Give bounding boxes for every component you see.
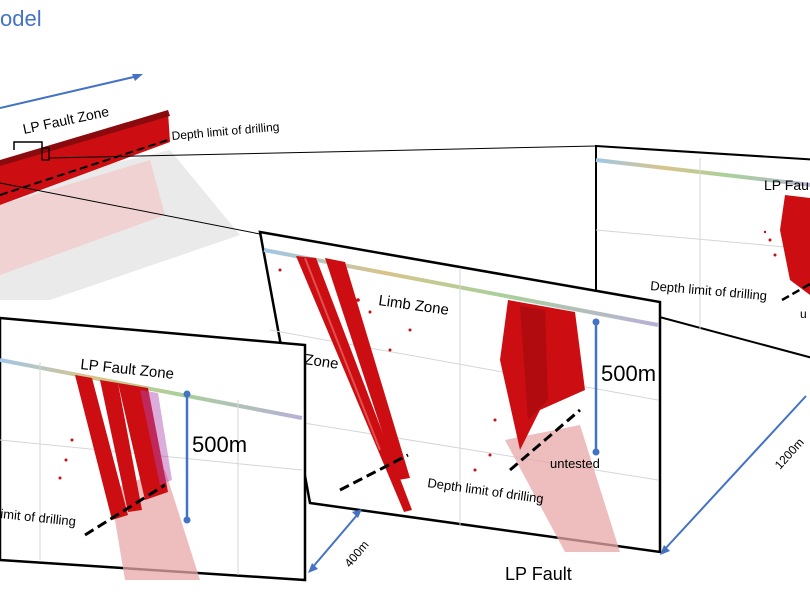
middle-scale-label: 500m xyxy=(601,361,656,386)
left-orebody-1 xyxy=(75,375,128,520)
length-arrow-line xyxy=(0,75,139,109)
lp-fault-caption: LP Fault xyxy=(505,564,572,584)
left-scale-label: 500m xyxy=(192,432,247,457)
overview-pink-plane xyxy=(0,160,165,275)
limb-zone-body xyxy=(325,258,410,480)
overview-depth-line xyxy=(0,139,169,196)
section-middle: 500m Hinge Zone Limb Zone untested Depth… xyxy=(258,230,662,554)
middle-pale-projection xyxy=(505,425,620,552)
section-left: 500m LP Fault Zone imit of drilling xyxy=(0,316,307,582)
length-arrow xyxy=(663,395,807,551)
untested-label: untested xyxy=(550,456,600,471)
length-label: 1200m xyxy=(772,435,807,472)
left-orebody-3 xyxy=(118,383,168,500)
right-fault-label: LP Fau xyxy=(764,177,809,193)
overview-depth-label: Depth limit of drilling xyxy=(171,120,280,143)
spacing-dimension: 400m xyxy=(308,509,372,573)
spacing-label: 400m xyxy=(342,538,372,570)
page-title: odel xyxy=(0,6,42,31)
projection-line-middle xyxy=(0,182,261,235)
length-dimension: 1200m xyxy=(660,395,807,555)
right-untested-label: u xyxy=(800,307,807,321)
right-orebody xyxy=(780,195,810,295)
zoom-box xyxy=(41,147,50,161)
projection-line-right xyxy=(48,145,597,159)
overview-fault-body xyxy=(0,112,170,205)
fault-zone-bracket xyxy=(13,141,43,150)
spacing-arrow xyxy=(311,513,359,569)
overview-block: LP Fault Zone Depth limit of drilling xyxy=(0,74,280,300)
length-arrow-head xyxy=(132,74,143,81)
left-orebody-2 xyxy=(100,380,142,512)
